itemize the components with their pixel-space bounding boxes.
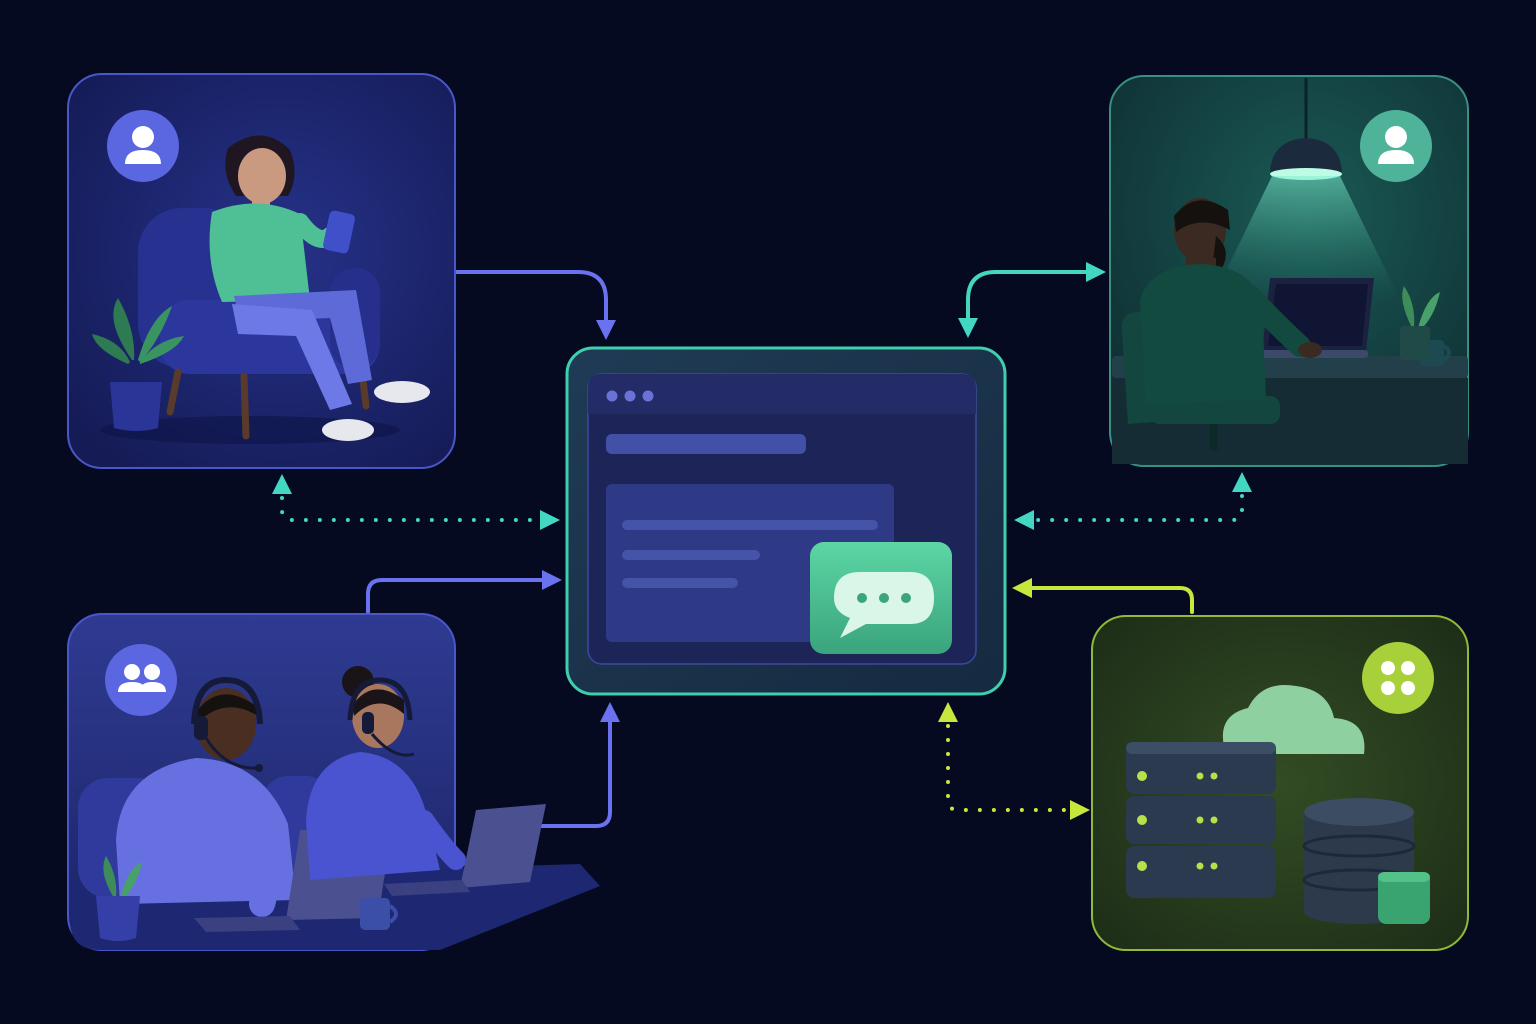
agent-illustration	[1112, 78, 1468, 464]
server-stack	[1126, 742, 1276, 898]
node-backend-systems	[1091, 615, 1469, 951]
edge-customer-to-hub	[454, 270, 616, 340]
title-placeholder-bar	[606, 434, 806, 454]
team-illustration	[70, 666, 600, 950]
edge-agent-hub-dotted	[1014, 472, 1252, 530]
text-line-3	[622, 578, 738, 588]
window-dot-3	[642, 390, 654, 402]
user-icon	[1378, 126, 1414, 164]
edge-agent-hub-solid	[958, 262, 1106, 338]
systems-illustration	[1126, 684, 1430, 924]
team-badge	[105, 644, 177, 716]
chat-bubble-icon	[834, 572, 934, 638]
text-line-1	[622, 520, 878, 530]
edge-team-to-hub-upper	[366, 570, 562, 614]
users-icon	[118, 664, 166, 692]
edge-systems-hub-dotted	[938, 702, 1090, 820]
systems-badge	[1362, 642, 1434, 714]
customer-illustration	[92, 135, 430, 444]
edge-customer-hub-dotted	[272, 474, 560, 530]
agent-badge	[1360, 110, 1432, 182]
text-line-2	[622, 550, 760, 560]
user-icon	[125, 126, 161, 164]
flow-arrows	[272, 262, 1252, 828]
window-dot-2	[624, 390, 636, 402]
node-support-team	[67, 613, 600, 951]
node-support-agent	[1109, 75, 1469, 467]
node-customer	[67, 73, 456, 469]
customer-badge	[107, 110, 179, 182]
window-dot-1	[606, 390, 618, 402]
apps-grid-icon	[1381, 661, 1415, 695]
edge-team-to-hub-lower	[538, 702, 620, 828]
edge-systems-to-hub	[1012, 578, 1194, 614]
node-chat-hub	[565, 346, 1007, 696]
chat-bubble-button[interactable]	[810, 542, 952, 654]
